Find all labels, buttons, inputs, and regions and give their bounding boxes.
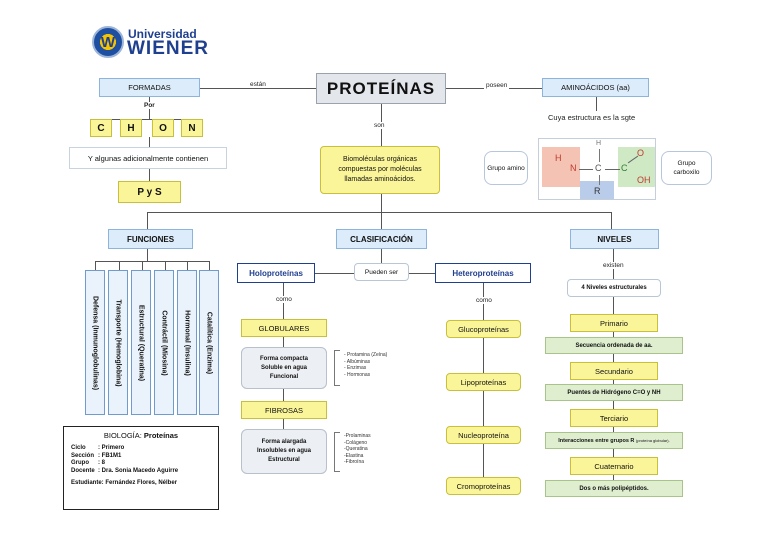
connector-como-holo: como — [275, 296, 293, 303]
fibrosas-box: FIBROSAS — [241, 401, 327, 419]
funcion-hormonal: Hormonal (Insulina) — [177, 270, 197, 415]
pueden-ser-box: Pueden ser — [354, 263, 409, 281]
glucoproteinas-box: Glucoproteínas — [446, 320, 521, 338]
aminoacid-structure: H N C H R C O OH — [538, 138, 656, 200]
logo-text-universidad: Universidad — [128, 27, 197, 41]
globulares-box: GLOBULARES — [241, 319, 327, 337]
fibrosas-list: -Prolaminas -Colágeno -Queratina -Elasti… — [344, 433, 371, 465]
element-h: H — [120, 119, 142, 137]
nivel-terciario: Terciario — [570, 409, 658, 427]
connector-estan: están — [248, 81, 268, 88]
nivel-cuaternario-desc: Dos o más polipéptidos. — [545, 480, 683, 497]
clasificacion-box: CLASIFICACIÓN — [336, 229, 427, 249]
nivel-primario-desc: Secuencia ordenada de aa. — [545, 337, 683, 354]
nivel-primario: Primario — [570, 314, 658, 332]
aminoacidos-box: AMINOÁCIDOS (aa) — [542, 78, 649, 97]
funcion-catalitica: Catalítica (Enzima) — [199, 270, 219, 415]
fibrosas-desc: Forma alargada Insolubles en agua Estruc… — [241, 429, 327, 474]
funcion-transporte: Transporte (Hemoglobina) — [108, 270, 128, 415]
connector-por: Por — [144, 102, 155, 109]
nivel-secundario: Secundario — [570, 362, 658, 380]
connector-existen: existen — [601, 262, 626, 269]
funcion-contractil: Contráctil (Miosina) — [154, 270, 174, 415]
info-card: BIOLOGÍA: Proteínas Ciclo: Primero Secci… — [63, 426, 219, 510]
formadas-box: FORMADAS — [99, 78, 200, 97]
info-heading: BIOLOGÍA: Proteínas — [103, 431, 179, 440]
funcion-defensa: Defensa (Inmunoglobulinas) — [85, 270, 105, 415]
heteroproteinas-box: Heteroproteínas — [435, 263, 531, 283]
lipoproteinas-box: Lipoproteínas — [446, 373, 521, 391]
adicional-box: Y algunas adicionalmente contienen — [69, 147, 227, 169]
funciones-box: FUNCIONES — [108, 229, 193, 249]
grupo-amino-box: Grupo amino — [484, 151, 528, 185]
nivel-secundario-desc: Puentes de Hidrógeno C=O y NH — [545, 384, 683, 401]
elements-p-s: P y S — [118, 181, 181, 203]
estructura-label: Cuya estructura es la sgte — [548, 113, 636, 122]
connector-son: son — [373, 122, 386, 129]
element-o: O — [152, 119, 174, 137]
logo-emblem-icon: W — [92, 26, 124, 58]
cuatro-niveles-box: 4 Niveles estructurales — [567, 279, 661, 297]
funcion-estructural: Estructural (Queratina) — [131, 270, 151, 415]
definition-box: Biomoléculas orgánicas compuestas por mo… — [320, 146, 440, 194]
globulares-desc: Forma compacta Soluble en agua Funcional — [241, 347, 327, 389]
logo-text-wiener: WIENER — [127, 38, 209, 59]
university-logo: W Universidad WIENER — [92, 24, 242, 64]
nivel-cuaternario: Cuaternario — [570, 457, 658, 475]
element-n: N — [181, 119, 203, 137]
holoproteinas-box: Holoproteínas — [237, 263, 315, 283]
nucleoproteina-box: Nucleoproteína — [446, 426, 521, 444]
niveles-box: NIVELES — [570, 229, 659, 249]
cromoproteinas-box: Cromoproteínas — [446, 477, 521, 495]
element-c: C — [90, 119, 112, 137]
nivel-terciario-desc: Interacciones entre grupos R (proteína g… — [545, 432, 683, 449]
connector-poseen: poseen — [484, 82, 510, 89]
page-title: PROTEÍNAS — [316, 73, 446, 104]
globulares-list: - Protamina (Zeína) - Albúminas - Enzima… — [344, 352, 388, 378]
grupo-carboxilo-box: Grupo carboxilo — [661, 151, 712, 185]
connector-como-hetero: como — [475, 297, 493, 304]
